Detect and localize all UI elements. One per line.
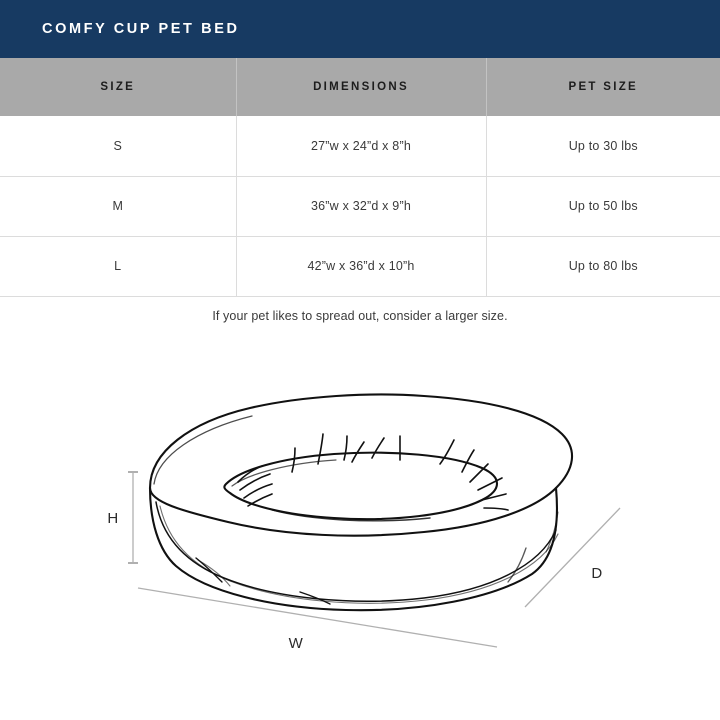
- cell-size: L: [0, 236, 237, 297]
- table-row: M 36”w x 32”d x 9”h Up to 50 lbs: [0, 176, 720, 237]
- table-header-row: Size Dimensions Pet Size: [0, 58, 720, 116]
- height-label: H: [107, 510, 118, 527]
- size-chart-table: Size Dimensions Pet Size S 27”w x 24”d x…: [0, 58, 720, 297]
- cell-size: M: [0, 176, 237, 237]
- column-header-pet-size: Pet Size: [486, 58, 720, 116]
- table-header: Size Dimensions Pet Size: [0, 58, 720, 116]
- depth-label: D: [591, 565, 602, 582]
- depth-dimension-line: [524, 507, 621, 608]
- cell-pet-size: Up to 50 lbs: [486, 176, 720, 237]
- cell-pet-size: Up to 30 lbs: [486, 116, 720, 177]
- height-dimension-line: [128, 471, 138, 564]
- cell-size: S: [0, 116, 237, 177]
- cell-dimensions: 27”w x 24”d x 8”h: [236, 116, 487, 177]
- table-row: L 42”w x 36”d x 10”h Up to 80 lbs: [0, 236, 720, 297]
- cell-pet-size: Up to 80 lbs: [486, 236, 720, 297]
- pet-bed-drawing-icon: [148, 393, 574, 612]
- page-title: Comfy Cup Pet Bed: [42, 21, 240, 37]
- table-body: S 27”w x 24”d x 8”h Up to 30 lbs M 36”w …: [0, 116, 720, 297]
- width-label: W: [289, 635, 304, 652]
- width-dimension-line: [137, 587, 498, 648]
- column-header-size: Size: [0, 58, 237, 116]
- title-banner: Comfy Cup Pet Bed: [0, 0, 720, 58]
- column-header-dimensions: Dimensions: [236, 58, 487, 116]
- cell-dimensions: 42”w x 36”d x 10”h: [236, 236, 487, 297]
- cell-dimensions: 36”w x 32”d x 9”h: [236, 176, 487, 237]
- table-row: S 27”w x 24”d x 8”h Up to 30 lbs: [0, 116, 720, 177]
- pet-bed-illustration: H W D: [0, 360, 720, 670]
- sizing-note: If your pet likes to spread out, conside…: [212, 309, 508, 323]
